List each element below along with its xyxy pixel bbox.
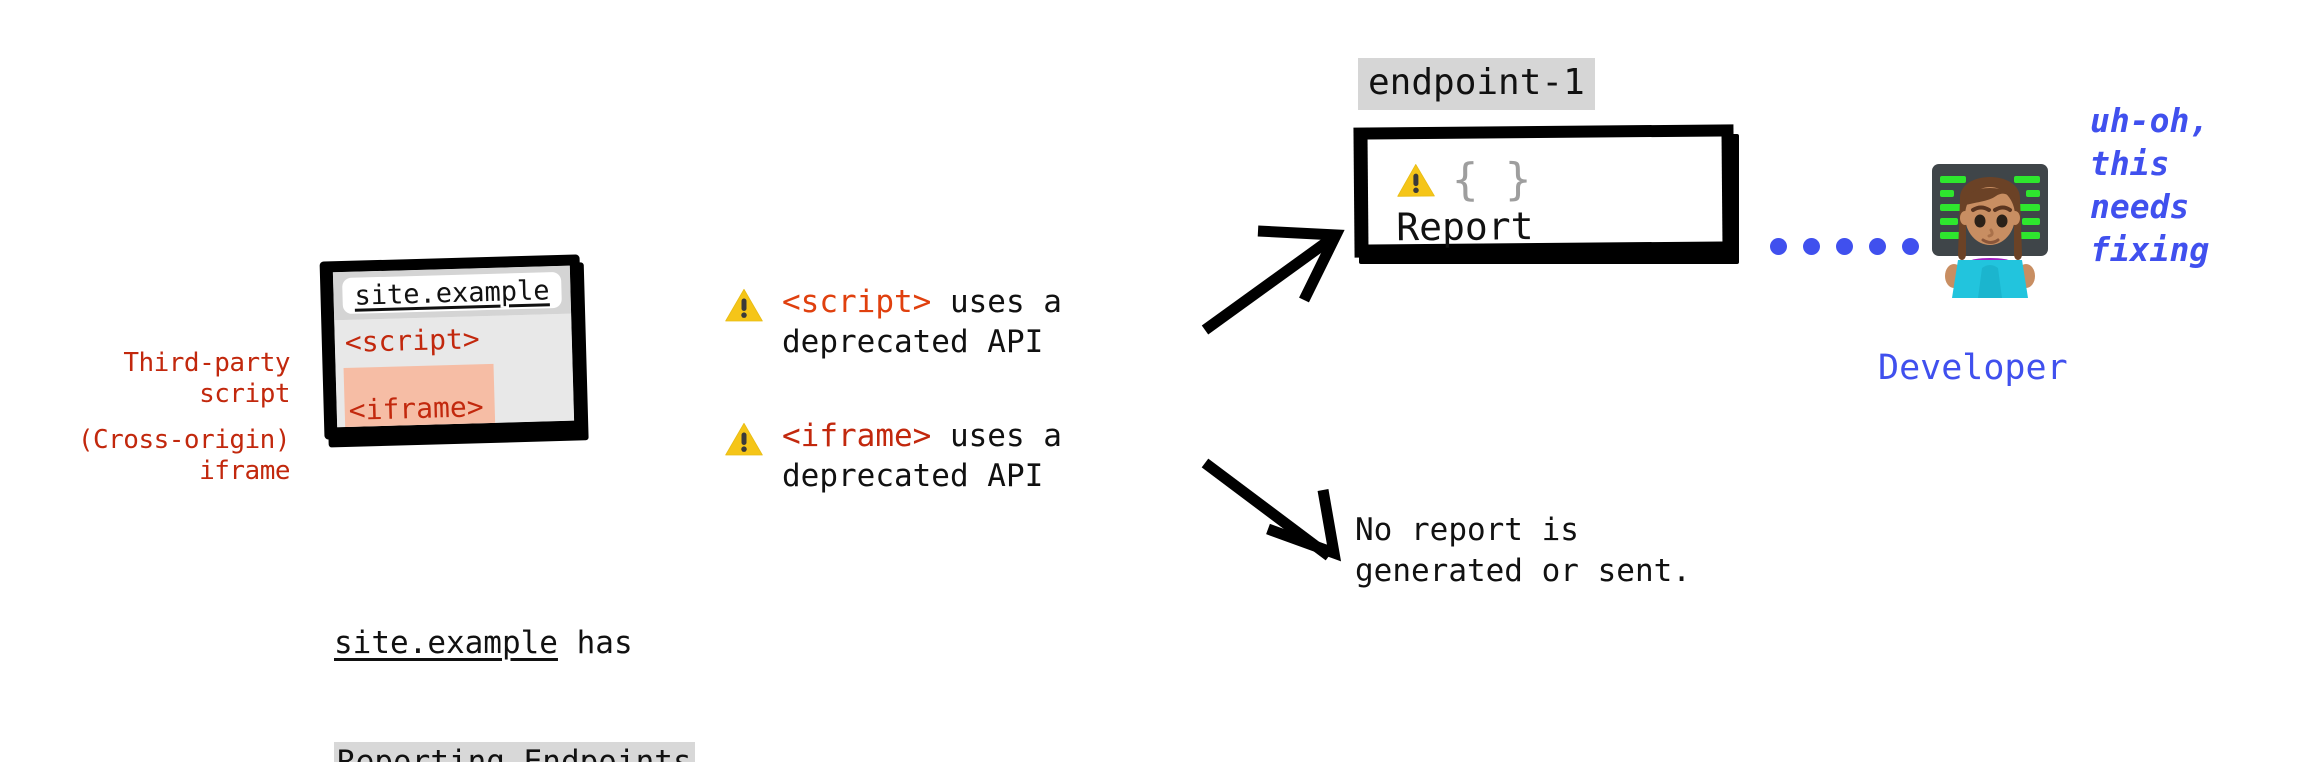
cross-origin-iframe-annotation: (Cross-origin) iframe [77,425,291,486]
url-text: site.example [354,274,550,312]
warning-row-script: <script> uses a deprecated API [724,282,1062,363]
page-body: <script> <iframe> [334,313,575,428]
reporting-endpoints-chip: Reporting-Endpoints [334,742,695,762]
developer-label: Developer [1878,348,2068,388]
arrow-to-report [1201,225,1345,335]
report-content: { } Report [1396,154,1534,250]
script-tag-text: <script> [344,322,481,359]
browser-window: site.example <script> <iframe> [319,254,589,448]
caption-has: has [557,625,633,662]
browser-chrome: site.example [332,265,572,321]
browser-window-frame: site.example <script> <iframe> [319,254,585,440]
warning-script-tag: <script> [782,284,932,320]
connector-dot [1803,238,1820,255]
no-report-text: No report is generated or sent. [1355,512,1691,589]
arrow-to-no-report [1201,458,1342,562]
caption-site-name: site.example [334,625,558,662]
connector-dot [1770,238,1787,255]
iframe-highlight-block: <iframe> [343,363,496,428]
report-icon-row: { } [1396,154,1534,206]
connector-dot [1869,238,1886,255]
warning-text-iframe: <iframe> uses a deprecated API [782,416,1062,497]
report-box-inner: { } Report [1367,136,1723,249]
warning-iframe-tag: <iframe> [782,418,932,454]
warning-row-iframe: <iframe> uses a deprecated API [724,416,1062,497]
report-box: { } Report [1353,124,1739,264]
browser-window-viewport: site.example <script> <iframe> [332,265,575,428]
warning-script-rest: uses a deprecated API [782,284,1062,361]
report-box-frame: { } Report [1353,124,1735,258]
warning-iframe-rest: uses a deprecated API [782,418,1062,495]
warning-text-script: <script> uses a deprecated API [782,282,1062,363]
third-party-script-annotation: Third-party script [123,348,290,409]
json-braces-icon: { } [1451,154,1532,206]
developer-quote: uh-oh, this needs fixing [2090,101,2210,269]
woman-technologist-emoji [1910,158,2070,308]
iframe-tag-text: <iframe> [348,390,484,427]
site-caption: site.example has Reporting-Endpoints set… [334,545,894,762]
caption-line-2: Reporting-Endpoints [334,742,894,762]
connector-dot [1902,238,1919,255]
url-bar[interactable]: site.example [342,271,562,315]
endpoint-badge: endpoint-1 [1358,58,1595,110]
warning-triangle-icon [1397,164,1435,197]
connector-dot [1836,238,1853,255]
report-label: Report [1396,204,1534,250]
warning-triangle-icon [725,422,763,456]
caption-line-1: site.example has [334,624,894,664]
warning-triangle-icon [725,288,763,322]
